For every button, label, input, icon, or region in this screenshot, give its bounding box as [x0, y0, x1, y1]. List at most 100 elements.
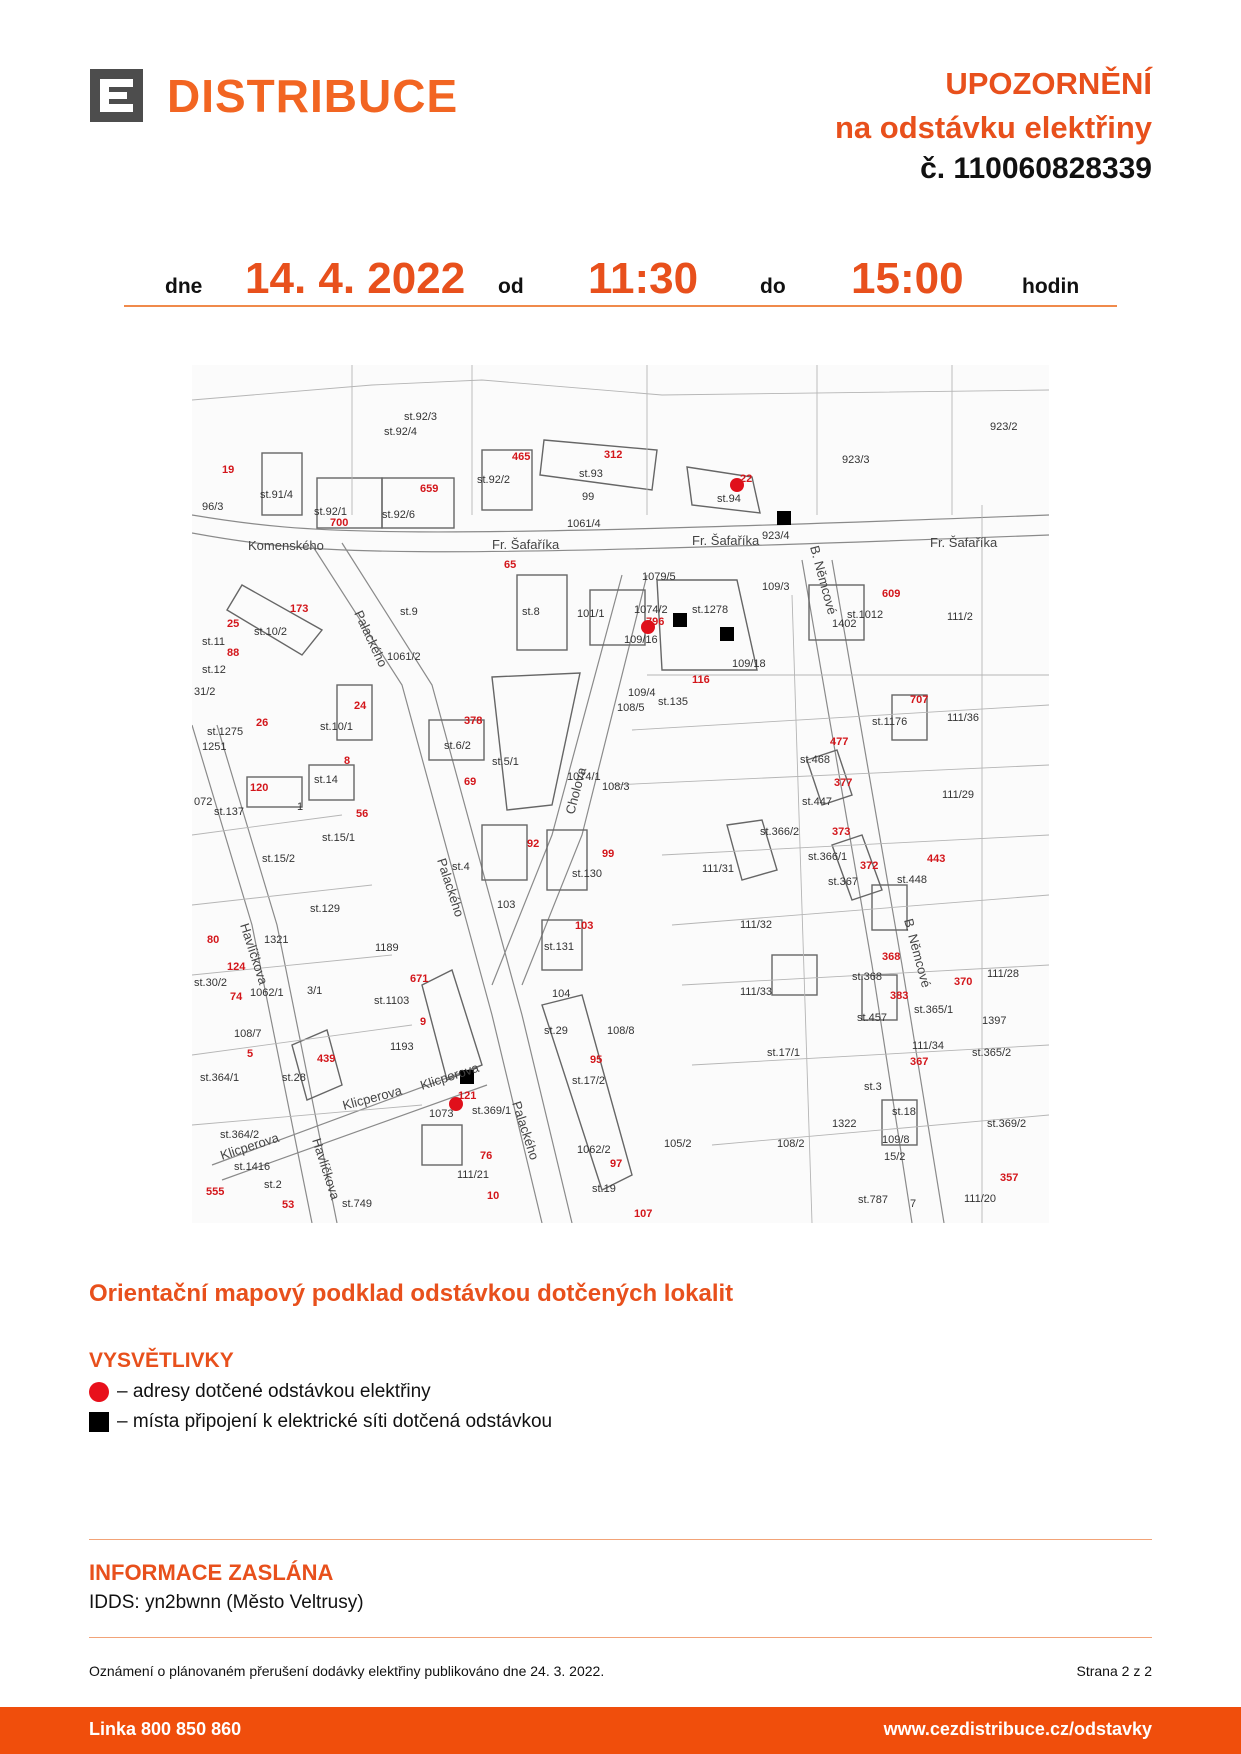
parcel-label: st.92/3 [404, 411, 437, 423]
parcel-label: 31/2 [194, 686, 215, 698]
black-square-icon [89, 1412, 109, 1432]
info-recipient: IDDS: yn2bwnn (Město Veltrusy) [89, 1592, 364, 1613]
parcel-label: 1251 [202, 741, 226, 753]
parcel-label: 1074/1 [567, 771, 601, 783]
parcel-label: 1322 [832, 1118, 856, 1130]
parcel-label: st.92/2 [477, 474, 510, 486]
parcel-label: 1397 [982, 1015, 1006, 1027]
address-number: 383 [890, 990, 908, 1002]
parcel-label: st.3 [864, 1081, 882, 1093]
address-number: 99 [602, 848, 614, 860]
cez-logo-icon [90, 69, 143, 122]
address-number: 88 [227, 647, 239, 659]
address-number: 367 [910, 1056, 928, 1068]
address-number: 92 [527, 838, 539, 850]
start-time: 11:30 [588, 254, 699, 303]
address-number: 9 [420, 1016, 426, 1028]
address-number: 65 [504, 559, 516, 571]
parcel-label: st.129 [310, 903, 340, 915]
parcel-label: st.91/4 [260, 489, 293, 501]
parcel-label: 111/20 [964, 1193, 996, 1205]
legend-item-addresses: – adresy dotčené odstávkou elektřiny [89, 1381, 431, 1403]
footer-bar [0, 1707, 1241, 1754]
parcel-label: 1189 [375, 942, 399, 954]
parcel-label: st.11 [202, 636, 225, 648]
parcel-label: st.131 [544, 941, 574, 953]
parcel-label: st.364/1 [200, 1072, 239, 1084]
info-title: INFORMACE ZASLÁNA [89, 1560, 334, 1585]
parcel-label: 1074/2 [634, 604, 668, 616]
outage-map: Komenského Fr. Šafaříka Fr. Šafaříka Fr.… [192, 365, 1049, 1223]
parcel-label: st.17/2 [572, 1075, 605, 1087]
address-number: 312 [604, 449, 622, 461]
parcel-label: 923/3 [842, 454, 870, 466]
address-number: 10 [487, 1190, 499, 1202]
parcel-label: 108/8 [607, 1025, 635, 1037]
parcel-label: st.369/2 [987, 1118, 1026, 1130]
street-label: Fr. Šafaříka [930, 535, 998, 550]
parcel-label: 111/28 [987, 968, 1019, 980]
end-time: 15:00 [851, 254, 964, 303]
street-label: Komenského [248, 538, 324, 553]
street-label: Fr. Šafaříka [692, 533, 760, 548]
red-circle-icon [89, 1382, 109, 1402]
parcel-label: 15/2 [884, 1151, 905, 1163]
parcel-label: 3/1 [307, 985, 322, 997]
parcel-label: 109/18 [732, 658, 766, 670]
notice-heading: UPOZORNĚNÍ [945, 66, 1152, 101]
legend-label: – adresy dotčené odstávkou elektřiny [117, 1381, 431, 1402]
address-number: 372 [860, 860, 878, 872]
parcel-label: 105/2 [664, 1138, 692, 1150]
parcel-label: 101/1 [577, 608, 605, 620]
parcel-label: st.92/6 [382, 509, 415, 521]
parcel-label: st.1012 [847, 609, 883, 621]
address-number: 107 [634, 1208, 652, 1220]
parcel-label: st.1103 [374, 995, 409, 1007]
brand-name: DISTRIBUCE [167, 70, 459, 122]
from-label: od [498, 275, 524, 298]
parcel-label: st.92/4 [384, 426, 417, 438]
address-number: 671 [410, 973, 428, 985]
street-label: Fr. Šafaříka [492, 537, 560, 552]
address-number: 378 [464, 715, 482, 727]
hours-label: hodin [1022, 275, 1080, 298]
address-number: 26 [256, 717, 268, 729]
parcel-label: st.14 [314, 774, 338, 786]
parcel-label: st.363 [192, 365, 222, 368]
parcel-label: st.787 [858, 1194, 888, 1206]
parcel-label: st.447 [802, 796, 832, 808]
parcel-label: 109/3 [762, 581, 790, 593]
address-number: 19 [222, 464, 234, 476]
address-number: 74 [230, 991, 243, 1003]
parcel-label: st.10/1 [320, 721, 353, 733]
address-number: 53 [282, 1199, 294, 1211]
address-number: 477 [830, 736, 848, 748]
address-number: 25 [227, 618, 239, 630]
parcel-labels: st.92/3 st.92/4 923/2 923/3 st.91/4 st.92/2 st… [192, 365, 1026, 1210]
website-link[interactable]: www.cezdistribuce.cz/odstavky [883, 1719, 1152, 1739]
address-number: 173 [290, 603, 308, 615]
parcel-label: 111/33 [740, 986, 772, 998]
parcel-label: 111/21 [457, 1169, 489, 1181]
address-number: 8 [344, 755, 350, 767]
address-number: 796 [646, 616, 664, 628]
parcel-label: st.366/1 [808, 851, 847, 863]
parcel-label: 923/2 [990, 421, 1018, 433]
address-number: 357 [1000, 1172, 1018, 1184]
address-number: 443 [927, 853, 945, 865]
parcel-label: st.10/2 [254, 626, 287, 638]
parcel-label: st.368 [852, 971, 882, 983]
parcel-label: st.9 [400, 606, 418, 618]
address-number: 465 [512, 451, 530, 463]
parcel-label: 108/7 [234, 1028, 262, 1040]
parcel-label: st.6/2 [444, 740, 471, 752]
parcel-label: 108/3 [602, 781, 630, 793]
parcel-label: 109/4 [628, 687, 656, 699]
address-number: 69 [464, 776, 476, 788]
parcel-label: st.365/2 [972, 1047, 1011, 1059]
parcel-label: 072 [194, 796, 212, 808]
day-label: dne [165, 275, 203, 298]
parcel-label: 111/2 [947, 611, 973, 623]
parcel-label: st.5/1 [492, 756, 519, 768]
